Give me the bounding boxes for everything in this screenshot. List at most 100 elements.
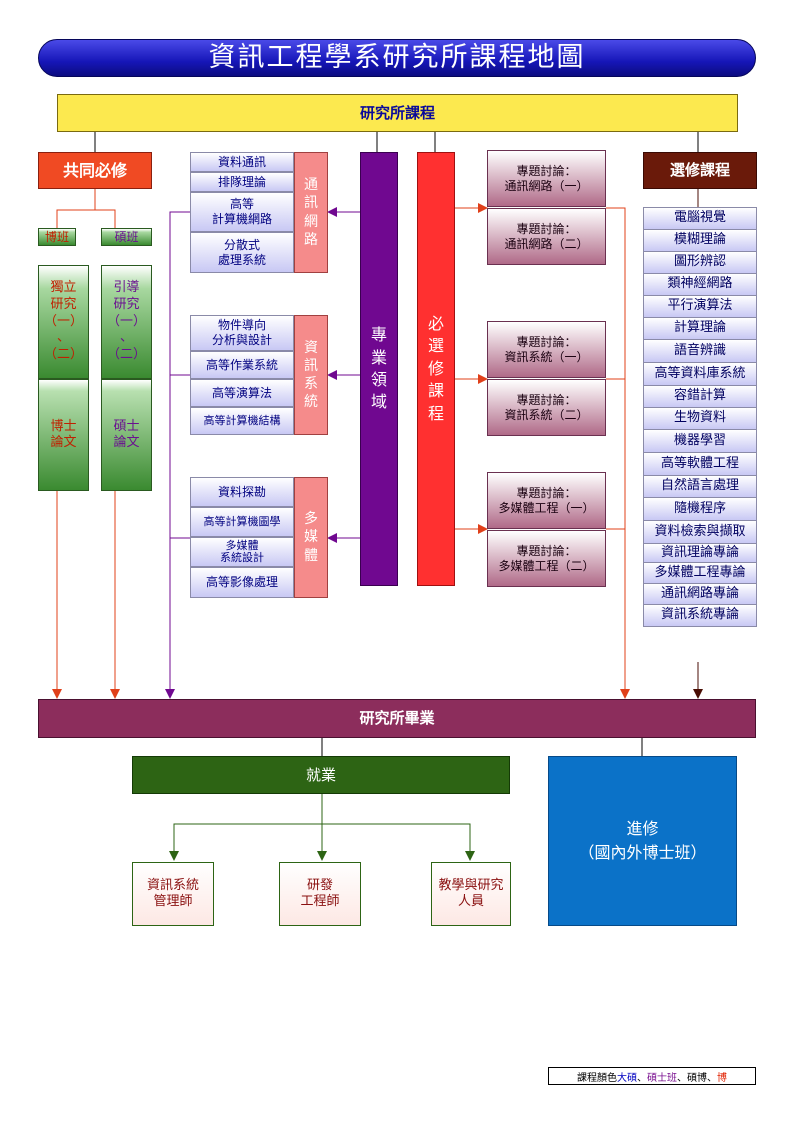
legend-doctorate: 碩博 xyxy=(687,1072,707,1084)
elective-item: 平行演算法 xyxy=(643,295,757,318)
job-2-label: 教學與研究 人員 xyxy=(438,877,504,909)
ms-tag: 碩班 xyxy=(101,228,152,246)
multimedia-course-3: 高等影像處理 xyxy=(190,567,294,598)
elective-item: 多媒體工程專論 xyxy=(643,562,757,584)
page-title-text: 資訊工程學系研究所課程地圖 xyxy=(208,42,586,74)
multimedia-course-0-label: 資料探勘 xyxy=(217,484,266,499)
seminar-systems-1-label: 專題討論： 資訊系統（二） xyxy=(504,392,589,422)
systems-course-0: 物件導向 分析與設計 xyxy=(190,315,294,351)
elective-item: 資訊理論專論 xyxy=(643,543,757,563)
multimedia-course-0: 資料探勘 xyxy=(190,477,294,507)
seminar-network-1: 專題討論： 通訊網路（二） xyxy=(487,208,606,265)
elective-item: 資料檢索與擷取 xyxy=(643,520,757,544)
job-0-label: 資訊系統 管理師 xyxy=(146,877,199,909)
seminar-multimedia-1: 專題討論： 多媒體工程（二） xyxy=(487,530,606,587)
systems-course-3-label: 高等計算機結構 xyxy=(203,414,281,428)
employment-banner: 就業 xyxy=(132,756,510,794)
elective-item: 計算理論 xyxy=(643,317,757,340)
phd-tag: 博班 xyxy=(38,228,76,246)
seminar-multimedia-1-label: 專題討論： 多媒體工程（二） xyxy=(498,543,595,573)
elective-item: 高等軟體工程 xyxy=(643,452,757,476)
ms-research-box: 引導 研究 （一） 、 （二） xyxy=(101,265,152,379)
seminar-systems-0-label: 專題討論： 資訊系統（一） xyxy=(504,334,589,364)
further-study-box: 進修 （國內外博士班） xyxy=(548,756,737,926)
network-course-1-label: 排隊理論 xyxy=(217,174,266,189)
specialty-bar: 專 業 領 域 xyxy=(360,152,398,586)
seminar-network-0-label: 專題討論： 通訊網路（一） xyxy=(504,163,589,193)
network-course-2-label: 高等 計算機網路 xyxy=(211,197,272,226)
multimedia-course-2-label: 多媒體 系統設計 xyxy=(220,538,264,564)
systems-course-1: 高等作業系統 xyxy=(190,351,294,379)
color-legend: 課程顏色 大碩 、 碩士班 、 碩博 、 博 xyxy=(548,1067,756,1085)
elective-item: 圖形辨認 xyxy=(643,251,757,274)
legend-undergrad: 大碩 xyxy=(617,1072,637,1084)
elective-item: 容錯計算 xyxy=(643,385,757,408)
job-box-1: 研發 工程師 xyxy=(279,862,361,926)
graduation-text: 研究所畢業 xyxy=(359,709,435,728)
ms-thesis-label: 碩士 論文 xyxy=(113,418,140,450)
systems-domain-text: 資 訊 系 統 xyxy=(304,339,318,411)
elective-item: 電腦視覺 xyxy=(643,207,757,230)
employment-text: 就業 xyxy=(305,765,336,784)
ms-tag-label: 碩班 xyxy=(114,229,139,244)
ms-research-label: 引導 研究 （一） 、 （二） xyxy=(106,279,146,363)
elective-item: 通訊網路專論 xyxy=(643,583,757,605)
network-course-2: 高等 計算機網路 xyxy=(190,192,294,232)
graduation-banner: 研究所畢業 xyxy=(38,699,756,738)
multimedia-course-1-label: 高等計算機圖學 xyxy=(203,515,281,529)
phd-thesis-label: 博士 論文 xyxy=(50,418,77,450)
ms-thesis-box: 碩士 論文 xyxy=(101,379,152,491)
network-course-1: 排隊理論 xyxy=(190,172,294,192)
seminar-network-1-label: 專題討論： 通訊網路（二） xyxy=(504,221,589,251)
elective-item: 類神經網路 xyxy=(643,273,757,296)
further-study-text: 進修 （國內外博士班） xyxy=(578,819,707,862)
elective-item: 語音辨識 xyxy=(643,339,757,363)
elective-item: 資訊系統專論 xyxy=(643,604,757,627)
program-banner-text: 研究所課程 xyxy=(359,103,435,122)
multimedia-domain-label: 多 媒 體 xyxy=(294,477,328,598)
common-required-label: 共同必修 xyxy=(62,160,127,180)
seminar-multimedia-0-label: 專題討論： 多媒體工程（一） xyxy=(498,485,595,515)
multimedia-course-2: 多媒體 系統設計 xyxy=(190,537,294,567)
legend-sep2: 、 xyxy=(707,1072,717,1084)
electives-header: 選修課程 xyxy=(643,152,757,189)
legend-sep1: 、 xyxy=(677,1072,687,1084)
phd-tag-label: 博班 xyxy=(44,229,69,244)
systems-course-3: 高等計算機結構 xyxy=(190,407,294,435)
page-title: 資訊工程學系研究所課程地圖 xyxy=(38,39,756,77)
seminar-network-0: 專題討論： 通訊網路（一） xyxy=(487,150,606,207)
legend-sep0: 、 xyxy=(637,1072,647,1084)
job-box-2: 教學與研究 人員 xyxy=(431,862,511,926)
legend-phd: 博 xyxy=(717,1072,727,1084)
phd-research-box: 獨立 研究 （一） 、 （二） xyxy=(38,265,89,379)
phd-thesis-box: 博士 論文 xyxy=(38,379,89,491)
network-domain-label: 通 訊 網 路 xyxy=(294,152,328,273)
phd-research-label: 獨立 研究 （一） 、 （二） xyxy=(43,279,83,363)
seminar-systems-1: 專題討論： 資訊系統（二） xyxy=(487,379,606,436)
network-course-3-label: 分散式 處理系統 xyxy=(217,237,266,267)
specialty-text: 專 業 領 域 xyxy=(370,325,387,412)
network-course-0: 資料通訊 xyxy=(190,152,294,172)
systems-course-0-label: 物件導向 分析與設計 xyxy=(211,318,272,347)
job-1-label: 研發 工程師 xyxy=(300,877,340,909)
seminar-systems-0: 專題討論： 資訊系統（一） xyxy=(487,321,606,378)
seminar-multimedia-0: 專題討論： 多媒體工程（一） xyxy=(487,472,606,529)
elective-item: 高等資料庫系統 xyxy=(643,362,757,386)
elective-item: 隨機程序 xyxy=(643,497,757,521)
multimedia-course-3-label: 高等影像處理 xyxy=(205,575,278,589)
network-course-3: 分散式 處理系統 xyxy=(190,232,294,273)
legend-prefix: 課程顏色 xyxy=(577,1072,617,1084)
required-elective-bar: 必 選 修 課 程 xyxy=(417,152,455,586)
elective-item: 生物資料 xyxy=(643,407,757,430)
elective-list: 電腦視覺模糊理論圖形辨認類神經網路平行演算法計算理論語音辨識高等資料庫系統容錯計… xyxy=(643,207,757,627)
systems-course-2-label: 高等演算法 xyxy=(211,385,272,400)
systems-course-2: 高等演算法 xyxy=(190,379,294,407)
common-required-header: 共同必修 xyxy=(38,152,152,189)
legend-master: 碩士班 xyxy=(647,1072,677,1084)
program-banner: 研究所課程 xyxy=(57,94,738,132)
multimedia-course-1: 高等計算機圖學 xyxy=(190,507,294,537)
electives-header-text: 選修課程 xyxy=(669,161,730,180)
network-domain-text: 通 訊 網 路 xyxy=(304,177,318,248)
systems-course-1-label: 高等作業系統 xyxy=(205,357,278,372)
